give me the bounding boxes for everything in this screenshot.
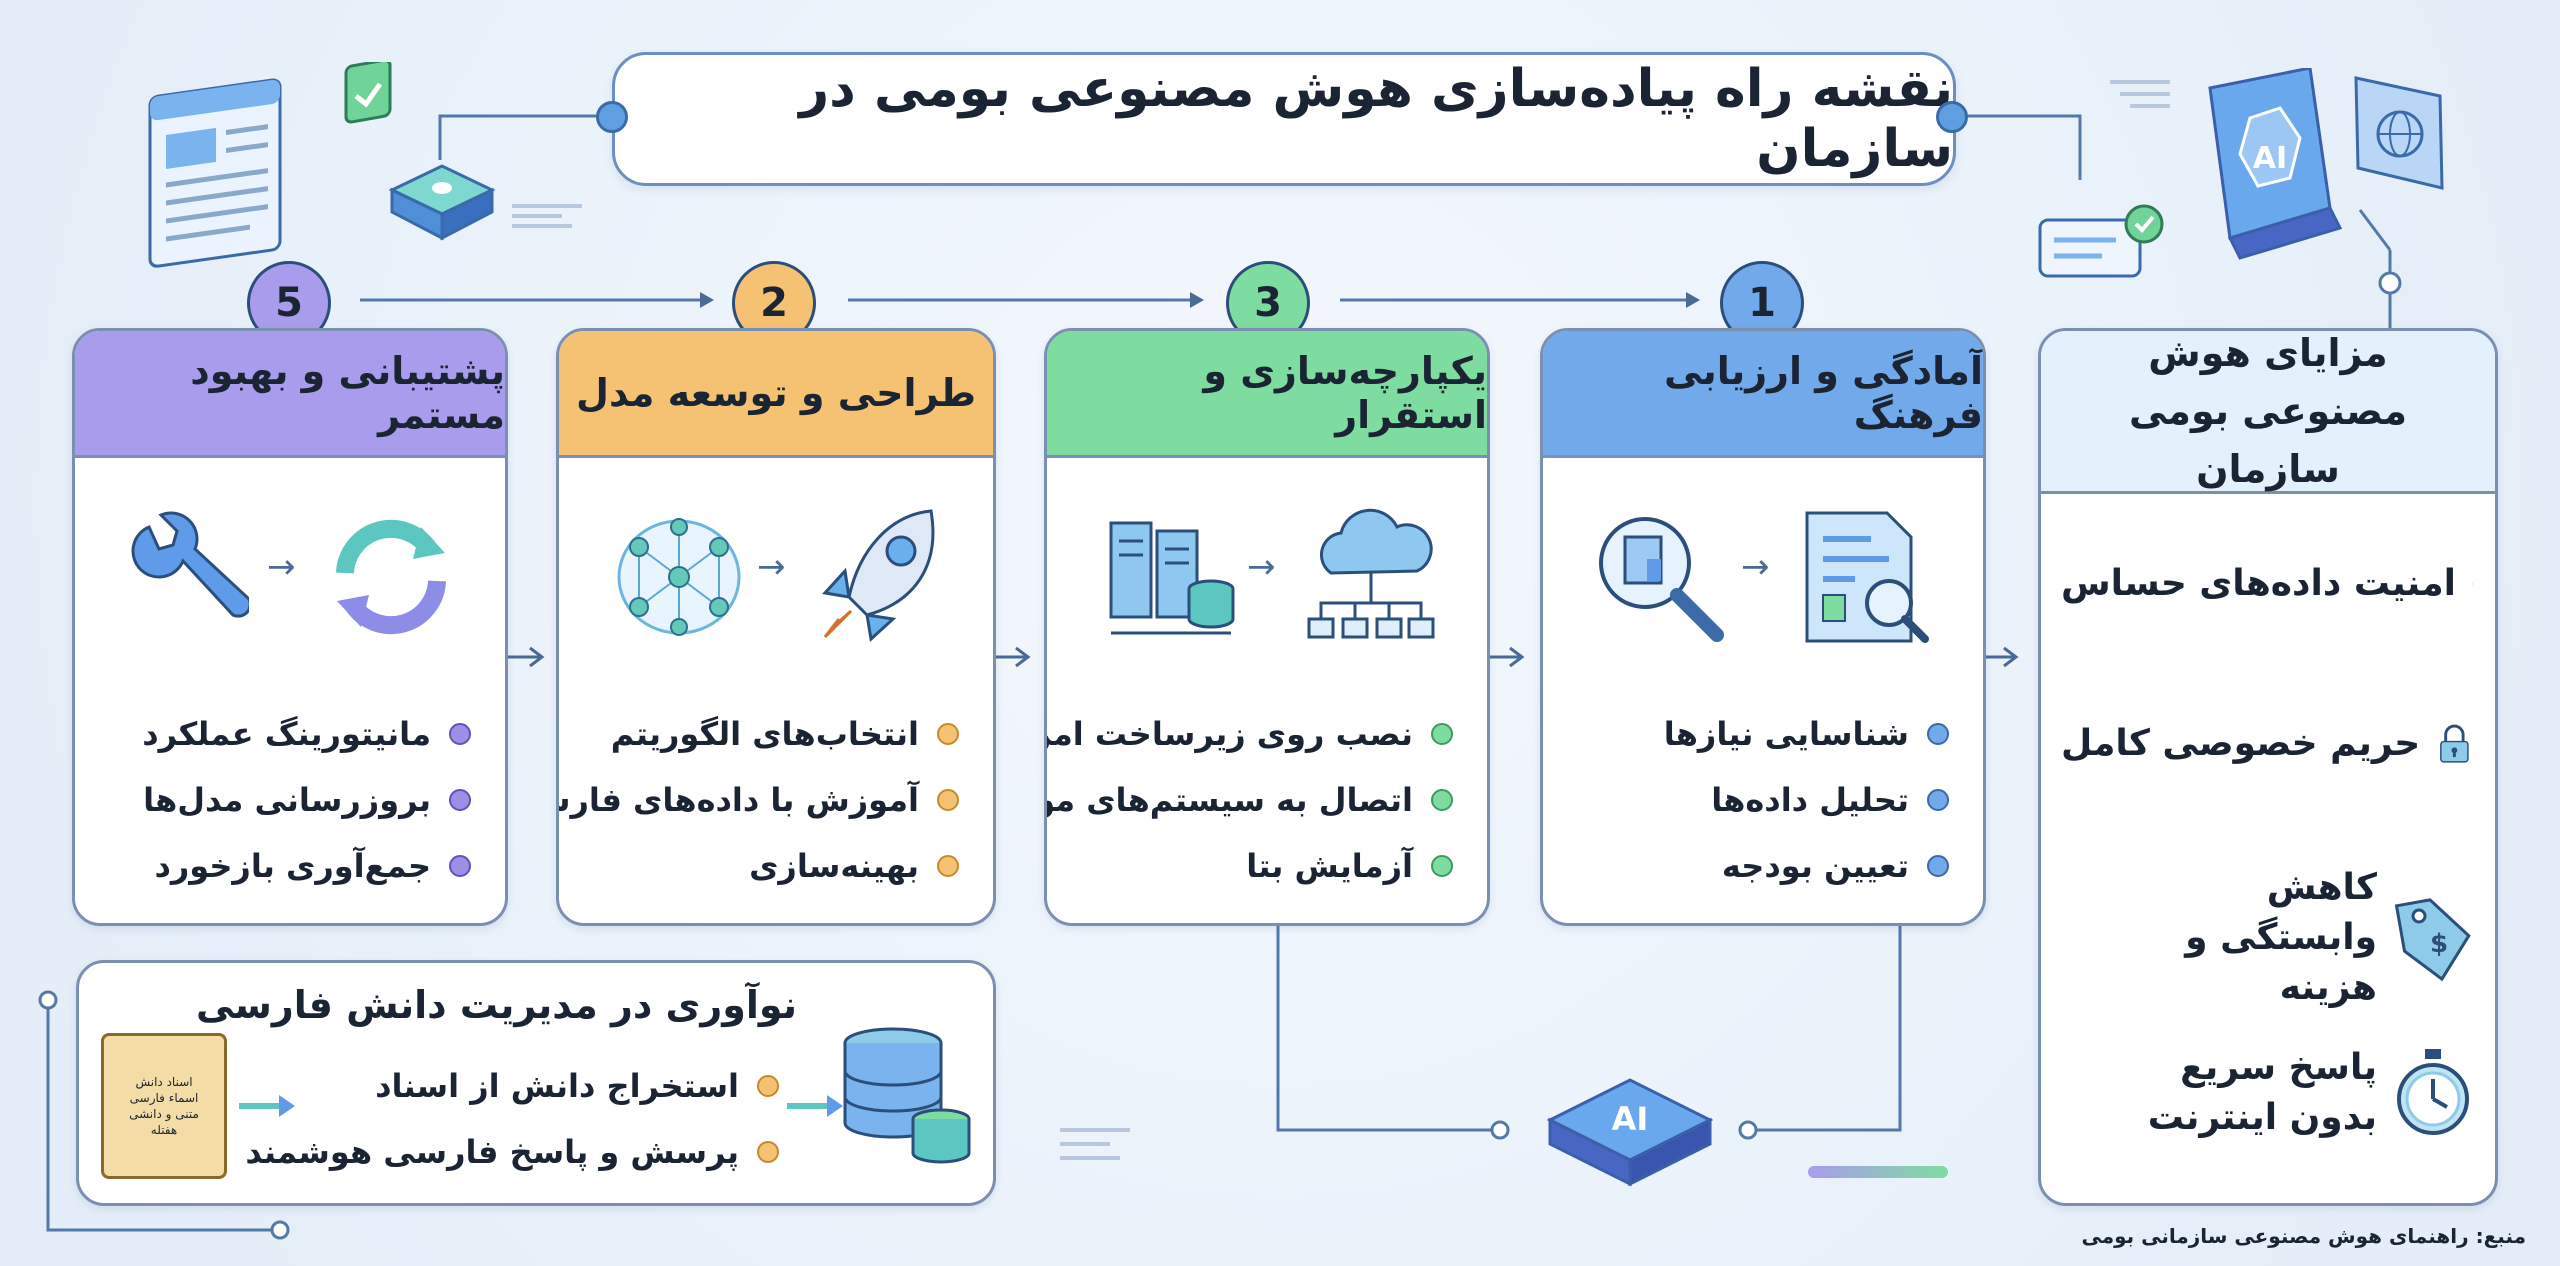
page-title: نقشه راه پیاده‌سازی هوش مصنوعی بومی در س… [799,59,1953,179]
checkmark-badge-icon [344,62,392,124]
document-window-icon [148,78,282,268]
neural-brain-icon [617,518,741,636]
step-arrow-icon: → [1247,547,1276,587]
list-item: بروزرسانی مدل‌ها [95,767,471,833]
list-item: استخراج دانش از اسناد [245,1053,779,1119]
innovation-title: نوآوری در مدیریت دانش فارسی [196,983,797,1027]
step-arrow-icon: → [267,547,296,587]
list-item: جمع‌آوری بازخورد [95,833,471,899]
list-item: انتخاب‌های الگوریتم [579,701,959,767]
step-items: نصب روی زیرساخت امن اتصال به سیستم‌های م… [1047,701,1453,899]
step-card-integration: یکپارچه‌سازی و استقرار → نصب روی زیرساخت… [1044,328,1490,926]
step-items: انتخاب‌های الگوریتم آموزش با داده‌های فا… [559,701,959,899]
source-note: منبع: راهنمای هوش مصنوعی سازمانی بومی [2081,1224,2526,1248]
price-tag-icon: $ [2394,898,2471,982]
benefits-header: مزایای هوش مصنوعی بومی سازمان [2041,331,2495,494]
shield-check-icon [2472,583,2473,585]
database-stack-icon [843,1027,971,1164]
benefit-item: امنیت داده‌های حساس [2061,541,2473,627]
report-analysis-icon [1805,511,1929,643]
step-card-design: طراحی و توسعه مدل → انتخاب‌های الگوریتم … [556,328,996,926]
ai-chip-icon: AI [1546,1078,1714,1187]
list-item: تحلیل داده‌ها [1563,767,1949,833]
svg-text:AI: AI [1612,1100,1649,1138]
list-item: آزمایش بتا [1067,833,1453,899]
decorative-text-lines [512,204,582,228]
svg-text:AI: AI [2253,141,2287,176]
globe-window-icon [2354,76,2444,190]
title-left-node [596,101,628,133]
padlock-icon [2440,724,2469,763]
innovation-card: نوآوری در مدیریت دانش فارسی استخراج دانش… [76,960,996,1206]
benefit-item: حریم خصوصی کامل [2061,701,2473,787]
server-rack-icon [1109,521,1235,635]
svg-text:$: $ [2430,929,2448,959]
title-right-node [1936,101,1968,133]
list-item: شناسایی نیازها [1563,701,1949,767]
step-title: یکپارچه‌سازی و استقرار [1203,349,1487,437]
decorative-text-lines [2110,80,2170,108]
ai-cube-icon: AI [2208,68,2343,260]
benefits-title: مزایای هوش مصنوعی بومی سازمان [2128,331,2407,491]
magnifier-document-icon [1599,517,1724,642]
step-items: شناسایی نیازها تحلیل داده‌ها تعیین بودجه [1563,701,1949,899]
step-title: آمادگی و ارزیابی فرهنگ [1664,349,1983,437]
benefits-card: مزایای هوش مصنوعی بومی سازمان امنیت داده… [2038,328,2498,1206]
arrow-right-icon [787,1095,843,1117]
list-item: آموزش با داده‌های فارسی [559,767,959,833]
step-card-header: یکپارچه‌سازی و استقرار [1047,331,1487,458]
arrow-right-icon [239,1095,295,1117]
cloud-network-icon [1307,508,1435,639]
list-item: نصب روی زیرساخت امن [1047,701,1453,767]
step-title: پشتیبانی و بهبود مستمر [190,349,505,437]
decorative-bars [1060,1128,1130,1160]
rocket-icon [822,509,935,642]
refresh-cycle-icon [336,519,446,635]
hardware-chip-icon [388,164,496,241]
list-item: تعیین بودجه [1563,833,1949,899]
list-item: اتصال به سیستم‌های موجود [1047,767,1453,833]
step-card-header: طراحی و توسعه مدل [559,331,993,458]
step-title: طراحی و توسعه مدل [576,371,977,415]
step-items: مانیتورینگ عملکرد بروزرسانی مدل‌ها جمع‌آ… [95,701,471,899]
benefit-item: $ کاهش وابستگی و هزینه [2061,863,2473,1013]
list-item: پرسش و پاسخ فارسی هوشمند [245,1119,779,1185]
step-card-header: پشتیبانی و بهبود مستمر [75,331,505,458]
stopwatch-icon [2397,1049,2469,1135]
innovation-items: استخراج دانش از اسناد پرسش و پاسخ فارسی … [245,1053,779,1185]
list-item: مانیتورینگ عملکرد [95,701,471,767]
wrench-icon [131,511,249,618]
step-arrow-icon: → [757,547,786,587]
step-arrow-icon: → [1741,547,1770,587]
benefit-item: پاسخ سریع بدون اینترنت [2061,1043,2473,1143]
decorative-gradient-bar [1808,1166,1948,1178]
step-card-readiness: آمادگی و ارزیابی فرهنگ → شناسایی نیازها … [1540,328,1986,926]
list-item: بهینه‌سازی [579,833,959,899]
step-card-support: پشتیبانی و بهبود مستمر → مانیتورینگ عملک… [72,328,508,926]
chat-bubble-check-icon [2038,204,2164,278]
page-title-box: نقشه راه پیاده‌سازی هوش مصنوعی بومی در س… [612,52,1956,186]
step-card-header: آمادگی و ارزیابی فرهنگ [1543,331,1983,458]
scroll-document-icon: اسناد دانش اسماء فارسی متنی و دانشی هفتل… [101,1033,227,1179]
